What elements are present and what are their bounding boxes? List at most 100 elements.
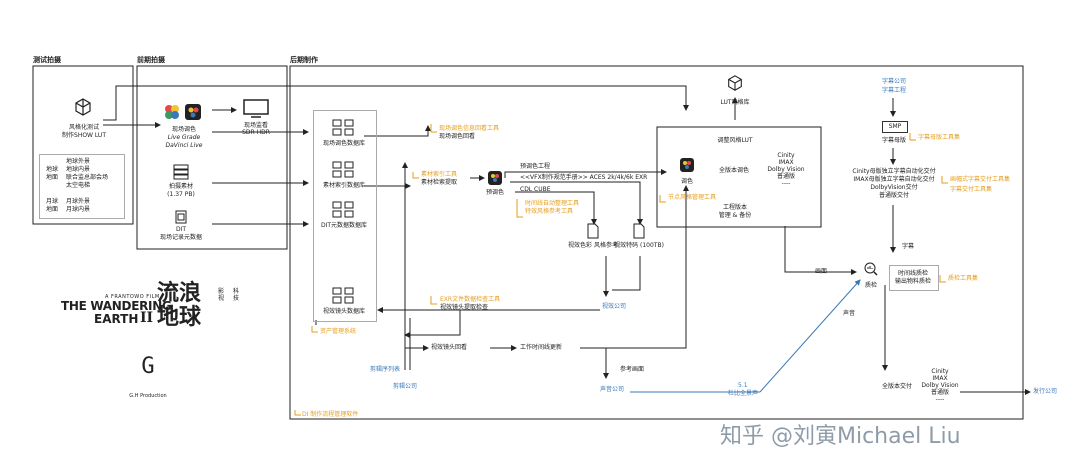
qc-box: [889, 265, 939, 291]
vfx-qc-label: 视效镜头提取检查: [440, 304, 489, 311]
monitor-l2: SDR HDR: [242, 129, 270, 136]
picture-label: 画面: [815, 268, 828, 275]
asset-mgmt-label: 资产管理系统: [320, 328, 357, 335]
film-title-num: II: [140, 310, 154, 326]
loc-item-2: 联合监总部会场: [66, 174, 109, 181]
loc-item-1: 地球内景: [66, 166, 91, 173]
grade-format-4: ----: [781, 180, 791, 187]
grade-format-1: IMAX: [778, 159, 794, 166]
edit-company: 剪辑公司: [393, 383, 418, 390]
database-icon: [332, 287, 354, 304]
monitor-l1: 现场监看: [243, 122, 269, 129]
project-l1: 工程版本: [722, 204, 748, 211]
file-icon: [633, 223, 645, 239]
lut-test-line2: 制作SHOW LUT: [62, 132, 106, 139]
section-pre-title: 前期拍摄: [137, 56, 165, 64]
film-title-2: EARTH: [94, 312, 139, 326]
vfx-timecode: 视效特码 (100TB): [614, 242, 664, 249]
deliver-format-0: Cinity: [931, 368, 949, 375]
qc-line1: 时间线质检: [897, 270, 929, 277]
subtitle-project: 字幕工程: [881, 87, 907, 94]
distributor-label: 发行公司: [1033, 388, 1058, 395]
dit-l1: DIT: [175, 226, 187, 233]
live-grade-icon: [165, 104, 201, 120]
section-test-title: 测试拍摄: [33, 56, 61, 64]
subtitle-deliver-0: Cinity母版独立字幕自动化交付: [852, 168, 936, 175]
vfx-color-ref: 视效色彩 风格参考: [568, 242, 618, 249]
grade-db-label: 现场调色数据库: [322, 140, 366, 147]
loc-tag-1: 地球: [46, 166, 59, 173]
frame-post: [289, 65, 1024, 420]
database-icon: [332, 201, 354, 218]
vfx-spec-label: <<VFX制作规范手册>> ACES 2k/4k/6k EXR: [520, 174, 648, 181]
grade-review-label: 现场调色回看: [439, 133, 476, 140]
index-fetch-label: 素材检索提取: [421, 179, 458, 186]
live-grade-l2: Live Grade: [167, 134, 201, 141]
dit-icon: [175, 210, 187, 224]
footage-db-label: 素材索引数据库: [322, 182, 366, 189]
smp-label: SMP: [888, 123, 902, 130]
deliver-format-1: IMAX: [932, 375, 948, 382]
lut-test-line1: 风格化测试: [68, 124, 100, 131]
grade-label: 调色: [680, 178, 694, 185]
davinci-icon: [488, 171, 502, 185]
pregrade-project-label: 预调色工程: [520, 163, 551, 170]
vfx-company: 视效公司: [601, 303, 627, 310]
location-list: [39, 154, 125, 219]
monitor-icon: [243, 99, 269, 118]
qc-line2: 输出物料质检: [894, 278, 932, 285]
project-l2: 管理 & 备份: [718, 212, 752, 219]
subtitle-label: 字幕: [902, 243, 915, 250]
grade-format-0: Cinity: [777, 152, 795, 159]
database-column: [313, 110, 377, 322]
edit-list-label: 剪辑序列表: [370, 366, 401, 373]
vfx-db-label: 视效镜头数据库: [322, 308, 366, 315]
grade-format-3: 普通版: [776, 173, 796, 180]
subtitle-tool-b: 字幕交付工具集: [950, 186, 993, 193]
davinci-icon: [680, 158, 694, 172]
film-title-chinese: 流浪地球: [157, 280, 202, 330]
qc-label: 质检: [864, 282, 878, 289]
live-grade-l3: DaVinci Live: [165, 142, 203, 149]
loc-tag-5: 地面: [46, 206, 59, 213]
section-post-title: 后期制作: [290, 56, 318, 64]
grade-tool-label: 现场调色信息回看工具: [439, 125, 500, 132]
vfx-ref-tool-label: 特效风格参考工具: [525, 208, 574, 215]
deliver-format-2: Dolby Vision: [921, 382, 959, 389]
database-icon: [332, 161, 354, 178]
subtitle-mother-tool: 字幕母版工具集: [918, 134, 961, 141]
loc-item-4: 月球外景: [66, 198, 91, 205]
full-grade-label: 全版本调色: [718, 167, 750, 174]
subtitle-deliver-2: DolbyVision交付: [870, 184, 918, 191]
deliver-format-4: ----: [935, 396, 945, 403]
footage-l1: 拍摄素材: [168, 183, 194, 190]
frame-pre: [136, 65, 288, 250]
sound-label: 声音: [843, 310, 856, 317]
subtitle-mother: 字幕母版: [881, 137, 907, 144]
loc-item-0: 地球外景: [66, 158, 91, 165]
database-icon: [332, 119, 354, 136]
sound-51: 5.1: [738, 382, 748, 389]
dit-db-label: DIT元数据数据库: [320, 222, 368, 229]
gh-production: G.H Production: [129, 393, 167, 399]
gh-logo-mark: G: [141, 354, 155, 379]
footage-l2: (1.37 PB): [167, 191, 195, 198]
file-icon: [587, 223, 599, 239]
smp-icon: SMP: [882, 121, 908, 133]
subtitle-deliver-1: IMAX母版独立字幕自动化交付: [853, 176, 935, 183]
subtitle-company: 字幕公司: [881, 78, 907, 85]
cdl-label: CDL CUBE: [520, 186, 551, 193]
vfx-review-label: 视效镜头回看: [431, 344, 468, 351]
ref-picture-label: 参考画面: [620, 366, 645, 373]
server-icon: [173, 164, 189, 180]
loc-tag-4: 月球: [46, 198, 59, 205]
logo-side1: 影视: [218, 288, 225, 302]
sound-atmos: 杜比全景声: [728, 390, 759, 397]
film-title-1: THE WANDERING: [61, 299, 172, 313]
loc-item-3: 太空电梯: [66, 182, 91, 189]
cube-icon: [728, 75, 742, 91]
lut-lib-label: LUT风格库: [720, 99, 750, 106]
pregrade-label: 预调色: [485, 189, 505, 196]
